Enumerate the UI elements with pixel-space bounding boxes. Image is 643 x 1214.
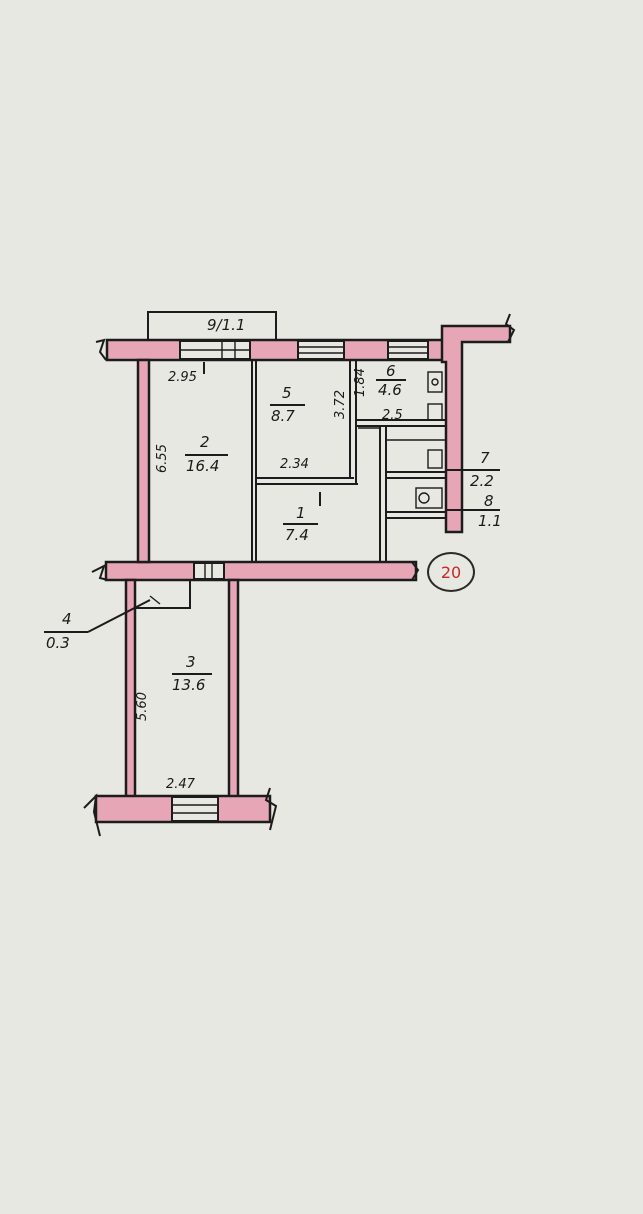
room-2-number: 2 <box>200 433 210 451</box>
sink-icon <box>427 371 443 393</box>
room-3-right-wall <box>227 578 240 800</box>
room-1-number: 1 <box>296 504 306 522</box>
apartment-number-badge: 20 <box>427 552 475 592</box>
room-2-left-wall-fill <box>136 358 151 564</box>
bottom-window <box>171 796 219 822</box>
dim-room-5-width: 2.34 <box>280 457 309 472</box>
stove-icon <box>427 403 443 421</box>
room-5-area: 8.7 <box>271 407 295 425</box>
room-3-number: 3 <box>186 653 196 671</box>
room-1-area: 7.4 <box>285 526 309 544</box>
sink-drain-icon <box>431 378 439 386</box>
room-4-number: 4 <box>62 610 72 628</box>
room-2-area: 16.4 <box>186 457 220 475</box>
dim-room-2-length: 6.55 <box>154 444 170 473</box>
room-7-number: 7 <box>480 449 490 467</box>
right-exterior-wall <box>440 324 512 534</box>
room-5-number: 5 <box>282 384 292 402</box>
break-mark-middle-left <box>91 564 109 581</box>
room-4-outline <box>134 580 191 609</box>
break-mark-bottom-left <box>83 793 101 837</box>
room-4-area: 0.3 <box>46 634 70 652</box>
room-7-area: 2.2 <box>470 472 494 490</box>
break-mark-top-right <box>504 313 516 343</box>
break-mark-middle-right <box>411 561 420 581</box>
dim-room-3-length: 5.60 <box>134 692 150 721</box>
toilet-icon <box>415 487 443 509</box>
room-8-area: 1.1 <box>478 512 502 530</box>
top-window-middle <box>297 340 345 360</box>
dim-room-3-width: 2.47 <box>166 777 195 792</box>
room-4-door-mark <box>149 595 161 605</box>
room-8-number: 8 <box>484 492 494 510</box>
break-mark-top-left <box>95 338 107 361</box>
top-window-right <box>387 340 429 360</box>
dim-room-5-length: 3.72 <box>332 390 348 419</box>
middle-wall <box>104 560 418 582</box>
dim-room-6-width: 2.5 <box>382 408 403 423</box>
dim-room-2-width: 2.95 <box>168 370 197 385</box>
toilet-bowl-icon <box>418 492 430 504</box>
break-mark-bottom-right <box>264 787 278 831</box>
room-6-area: 4.6 <box>378 381 402 399</box>
room-3-area: 13.6 <box>172 676 206 694</box>
room-6-number: 6 <box>386 362 396 380</box>
balcony-label: 9/1.1 <box>207 316 246 334</box>
bathtub-icon <box>427 449 443 469</box>
leader-room-4 <box>87 599 151 633</box>
dim-room-6-length: 1.84 <box>352 368 368 397</box>
middle-door-opening <box>193 562 225 580</box>
